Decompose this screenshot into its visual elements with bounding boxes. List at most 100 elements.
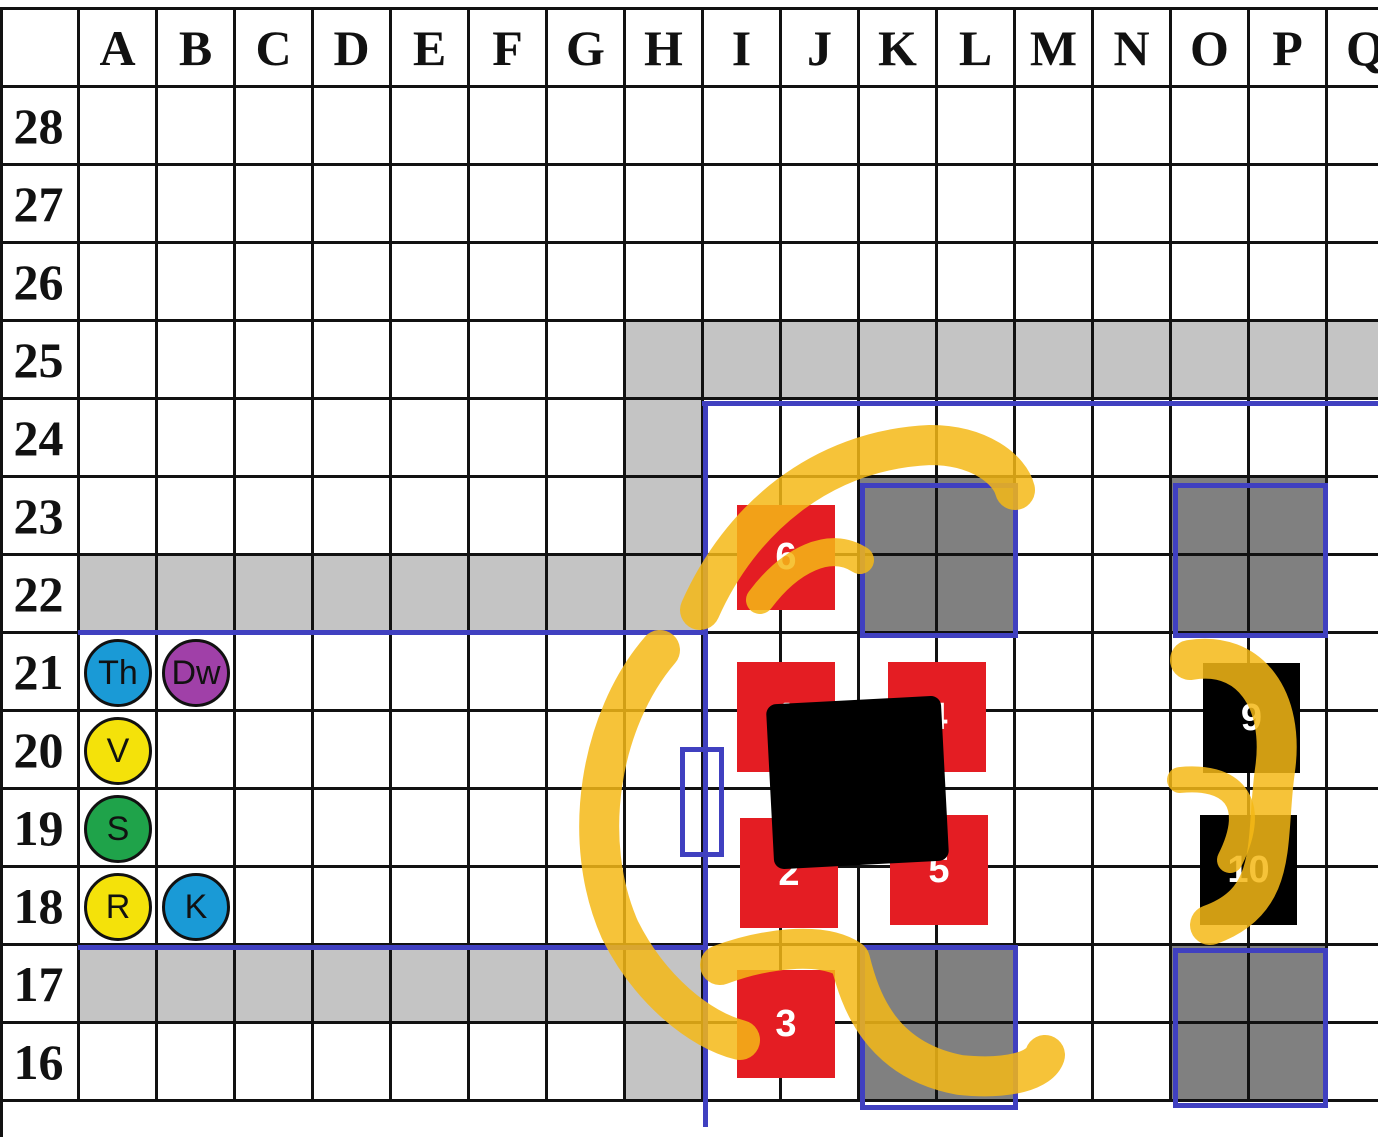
grid-cell-M27[interactable] [1016,166,1094,244]
grid-cell-Q23[interactable] [1328,478,1378,556]
grid-cell-M16[interactable] [1016,1024,1094,1102]
grid-cell-H23[interactable] [626,478,704,556]
grid-cell-E26[interactable] [392,244,470,322]
grid-cell-Q27[interactable] [1328,166,1378,244]
grid-cell-F20[interactable] [470,712,548,790]
enemy-3-marker[interactable]: 3 [737,970,835,1078]
grid-cell-C18[interactable] [236,868,314,946]
grid-cell-H28[interactable] [626,88,704,166]
grid-cell-F27[interactable] [470,166,548,244]
grid-cell-A21[interactable] [80,634,158,712]
grid-cell-H26[interactable] [626,244,704,322]
grid-cell-N16[interactable] [1094,1024,1172,1102]
grid-cell-A19[interactable] [80,790,158,868]
grid-cell-B26[interactable] [158,244,236,322]
grid-cell-F26[interactable] [470,244,548,322]
grid-cell-F22[interactable] [470,556,548,634]
grid-cell-Q21[interactable] [1328,634,1378,712]
grid-cell-C25[interactable] [236,322,314,400]
grid-cell-K25[interactable] [860,322,938,400]
token-v[interactable]: V [84,717,152,785]
grid-cell-L25[interactable] [938,322,1016,400]
grid-cell-B19[interactable] [158,790,236,868]
grid-cell-G18[interactable] [548,868,626,946]
grid-cell-P26[interactable] [1250,244,1328,322]
grid-cell-A16[interactable] [80,1024,158,1102]
token-dw[interactable]: Dw [162,639,230,707]
grid-cell-B17[interactable] [158,946,236,1024]
grid-cell-E24[interactable] [392,400,470,478]
grid-cell-F25[interactable] [470,322,548,400]
grid-cell-N23[interactable] [1094,478,1172,556]
grid-cell-N26[interactable] [1094,244,1172,322]
token-r[interactable]: R [84,873,152,941]
grid-cell-D20[interactable] [314,712,392,790]
grid-cell-B20[interactable] [158,712,236,790]
enemy-9-marker[interactable]: 9 [1203,663,1300,773]
grid-cell-E27[interactable] [392,166,470,244]
grid-cell-A27[interactable] [80,166,158,244]
grid-cell-Q19[interactable] [1328,790,1378,868]
grid-cell-Q16[interactable] [1328,1024,1378,1102]
grid-cell-F19[interactable] [470,790,548,868]
grid-cell-Q17[interactable] [1328,946,1378,1024]
grid-cell-E23[interactable] [392,478,470,556]
grid-cell-G21[interactable] [548,634,626,712]
grid-cell-H25[interactable] [626,322,704,400]
grid-cell-B21[interactable] [158,634,236,712]
grid-cell-D27[interactable] [314,166,392,244]
grid-cell-B18[interactable] [158,868,236,946]
grid-cell-O24[interactable] [1172,400,1250,478]
grid-cell-D18[interactable] [314,868,392,946]
grid-cell-P27[interactable] [1250,166,1328,244]
grid-cell-C16[interactable] [236,1024,314,1102]
grid-cell-C24[interactable] [236,400,314,478]
grid-cell-I27[interactable] [704,166,782,244]
grid-cell-E22[interactable] [392,556,470,634]
grid-cell-F23[interactable] [470,478,548,556]
grid-cell-L26[interactable] [938,244,1016,322]
grid-cell-M23[interactable] [1016,478,1094,556]
grid-cell-G17[interactable] [548,946,626,1024]
grid-cell-D25[interactable] [314,322,392,400]
grid-cell-D24[interactable] [314,400,392,478]
token-k[interactable]: K [162,873,230,941]
grid-cell-E17[interactable] [392,946,470,1024]
grid-cell-E20[interactable] [392,712,470,790]
grid-cell-I25[interactable] [704,322,782,400]
grid-cell-B16[interactable] [158,1024,236,1102]
grid-cell-D19[interactable] [314,790,392,868]
grid-cell-C22[interactable] [236,556,314,634]
grid-cell-L28[interactable] [938,88,1016,166]
grid-cell-Q18[interactable] [1328,868,1378,946]
grid-cell-G26[interactable] [548,244,626,322]
grid-cell-C19[interactable] [236,790,314,868]
grid-cell-D26[interactable] [314,244,392,322]
grid-cell-O26[interactable] [1172,244,1250,322]
grid-cell-B25[interactable] [158,322,236,400]
grid-cell-A20[interactable] [80,712,158,790]
grid-cell-P24[interactable] [1250,400,1328,478]
grid-cell-D28[interactable] [314,88,392,166]
grid-cell-A25[interactable] [80,322,158,400]
grid-cell-N22[interactable] [1094,556,1172,634]
grid-cell-Q25[interactable] [1328,322,1378,400]
grid-cell-C28[interactable] [236,88,314,166]
grid-cell-O28[interactable] [1172,88,1250,166]
grid-cell-N21[interactable] [1094,634,1172,712]
grid-cell-M18[interactable] [1016,868,1094,946]
grid-cell-G20[interactable] [548,712,626,790]
grid-cell-D22[interactable] [314,556,392,634]
grid-cell-C26[interactable] [236,244,314,322]
token-th[interactable]: Th [84,639,152,707]
grid-cell-H16[interactable] [626,1024,704,1102]
grid-cell-N20[interactable] [1094,712,1172,790]
grid-cell-C17[interactable] [236,946,314,1024]
grid-cell-A17[interactable] [80,946,158,1024]
grid-cell-N28[interactable] [1094,88,1172,166]
grid-cell-L24[interactable] [938,400,1016,478]
grid-cell-F21[interactable] [470,634,548,712]
grid-cell-J26[interactable] [782,244,860,322]
grid-cell-E16[interactable] [392,1024,470,1102]
grid-cell-M21[interactable] [1016,634,1094,712]
